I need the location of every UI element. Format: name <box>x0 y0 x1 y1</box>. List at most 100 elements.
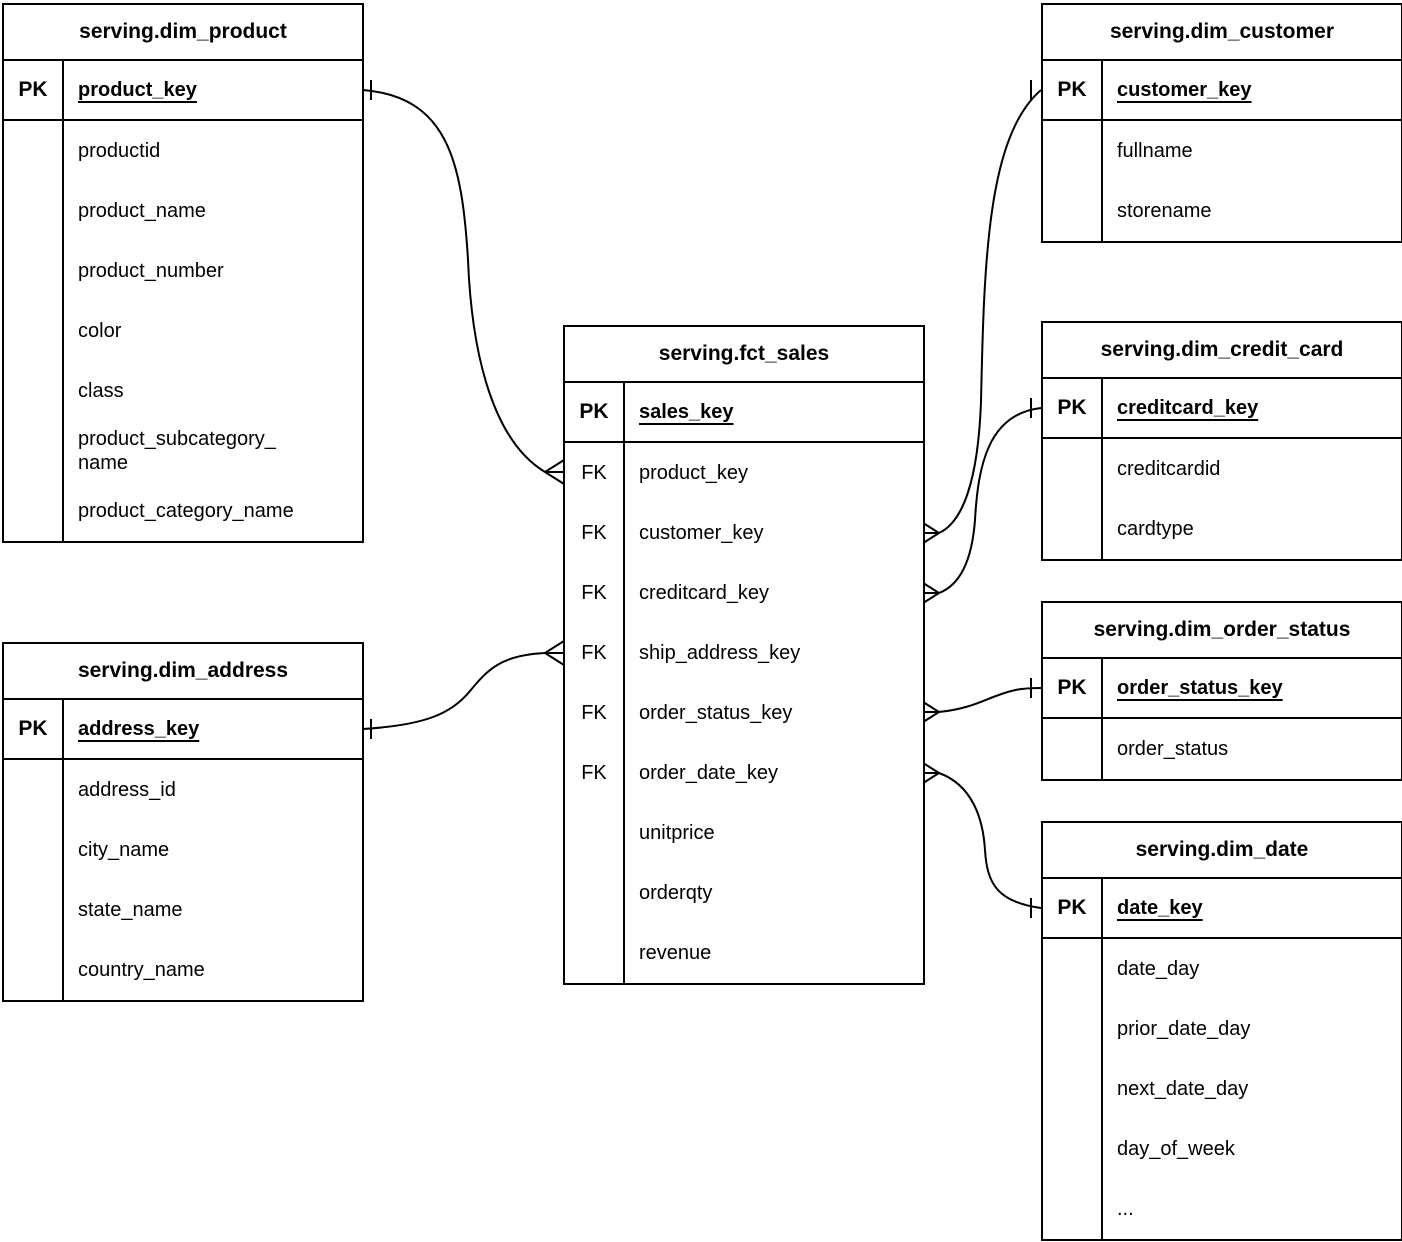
pk-badge: PK <box>1043 379 1103 437</box>
field-name: city_name <box>78 839 170 861</box>
field-name: customer_key <box>639 522 764 544</box>
key-column <box>1043 939 1103 1239</box>
table-serving-dim-date: serving.dim_date PK date_key date_day pr… <box>1041 821 1402 1241</box>
field-column: fullname storename <box>1103 121 1401 241</box>
field-name: ship_address_key <box>639 642 801 664</box>
crow-foot <box>544 640 565 666</box>
field-name: date_day <box>1117 958 1200 980</box>
table-title: serving.dim_credit_card <box>1043 323 1401 379</box>
table-title: serving.dim_customer <box>1043 5 1401 61</box>
table-serving-dim-customer: serving.dim_customer PK customer_key ful… <box>1041 3 1402 243</box>
table-body: order_status <box>1043 719 1401 779</box>
pk-field-name: product_key <box>78 78 197 101</box>
pk-row: PK creditcard_key <box>1043 379 1401 439</box>
pk-field-name: address_key <box>78 717 200 740</box>
field-name: product_subcategory_ name <box>78 428 276 474</box>
fk-badge: FK <box>581 641 607 664</box>
table-body: productid product_name product_number co… <box>4 121 362 541</box>
fk-badge: FK <box>581 701 607 724</box>
field-name: product_name <box>78 200 206 222</box>
pk-field-name: sales_key <box>639 400 734 423</box>
pk-row: PK date_key <box>1043 879 1401 939</box>
fk-badge <box>565 923 623 983</box>
table-title: serving.dim_address <box>4 644 362 700</box>
field-name: color <box>78 320 122 342</box>
field-name: revenue <box>639 942 712 964</box>
field-name: order_date_key <box>639 762 778 784</box>
fk-badge: FK <box>581 761 607 784</box>
table-title: serving.fct_sales <box>565 327 923 383</box>
table-serving-dim-product: serving.dim_product PK product_key produ… <box>2 3 364 543</box>
field-name: prior_date_day <box>1117 1018 1251 1040</box>
table-serving-dim-address: serving.dim_address PK address_key addre… <box>2 642 364 1002</box>
field-name: productid <box>78 140 161 162</box>
field-column: date_day prior_date_day next_date_day da… <box>1103 939 1401 1239</box>
table-title: serving.dim_order_status <box>1043 603 1401 659</box>
field-name: order_status_key <box>639 702 793 724</box>
pk-row: PK customer_key <box>1043 61 1401 121</box>
table-body: FK FK FK FK FK FK product_key customer_k… <box>565 443 923 983</box>
key-column <box>1043 719 1103 779</box>
relationship-fct-sales-to-dim-product <box>362 80 565 485</box>
pk-field-name: creditcard_key <box>1117 396 1259 419</box>
field-column: address_id city_name state_name country_… <box>64 760 362 1000</box>
pk-row: PK order_status_key <box>1043 659 1401 719</box>
field-name: ... <box>1117 1198 1134 1220</box>
crow-foot <box>544 459 565 485</box>
fk-badge <box>565 863 623 923</box>
fk-badge: FK <box>581 461 607 484</box>
fk-badge <box>565 803 623 863</box>
field-name: unitprice <box>639 822 715 844</box>
key-column <box>1043 439 1103 559</box>
relationship-fct-sales-to-dim-order-status <box>919 678 1042 725</box>
relationship-fct-sales-to-dim-date <box>919 760 1042 918</box>
table-title: serving.dim_date <box>1043 823 1401 879</box>
field-name: next_date_day <box>1117 1078 1249 1100</box>
pk-row: PK address_key <box>4 700 362 760</box>
table-serving-dim-credit-card: serving.dim_credit_card PK creditcard_ke… <box>1041 321 1402 561</box>
field-name: country_name <box>78 959 205 981</box>
key-column <box>4 760 64 1000</box>
pk-badge: PK <box>1043 659 1103 717</box>
key-column: FK FK FK FK FK FK <box>565 443 625 983</box>
field-name: product_category_name <box>78 500 294 522</box>
table-body: creditcardid cardtype <box>1043 439 1401 559</box>
pk-badge: PK <box>4 61 64 119</box>
relationship-fct-sales-to-dim-address <box>362 640 565 739</box>
pk-badge: PK <box>1043 61 1103 119</box>
pk-field-name: customer_key <box>1117 78 1252 101</box>
table-title: serving.dim_product <box>4 5 362 61</box>
field-name: class <box>78 380 124 402</box>
field-column: creditcardid cardtype <box>1103 439 1401 559</box>
field-name: storename <box>1117 200 1212 222</box>
table-body: address_id city_name state_name country_… <box>4 760 362 1000</box>
field-name: product_key <box>639 462 748 484</box>
field-column: productid product_name product_number co… <box>64 121 362 541</box>
field-name: creditcardid <box>1117 458 1221 480</box>
fk-badge: FK <box>581 521 607 544</box>
field-name: product_number <box>78 260 224 282</box>
field-name: creditcard_key <box>639 582 770 604</box>
field-name: cardtype <box>1117 518 1194 540</box>
field-name: orderqty <box>639 882 713 904</box>
pk-field-name: order_status_key <box>1117 676 1283 699</box>
table-body: fullname storename <box>1043 121 1401 241</box>
pk-field-name: date_key <box>1117 896 1203 919</box>
fk-badge: FK <box>581 581 607 604</box>
field-column: product_key customer_key creditcard_key … <box>625 443 923 983</box>
field-name: address_id <box>78 779 176 801</box>
key-column <box>1043 121 1103 241</box>
pk-badge: PK <box>565 383 625 441</box>
key-column <box>4 121 64 541</box>
table-serving-fct-sales: serving.fct_sales PK sales_key FK FK FK … <box>563 325 925 985</box>
pk-badge: PK <box>4 700 64 758</box>
pk-badge: PK <box>1043 879 1103 937</box>
field-name: state_name <box>78 899 183 921</box>
pk-row: PK product_key <box>4 61 362 121</box>
field-column: order_status <box>1103 719 1401 779</box>
table-body: date_day prior_date_day next_date_day da… <box>1043 939 1401 1239</box>
field-name: order_status <box>1117 738 1229 760</box>
relationship-fct-sales-to-dim-credit-card <box>919 398 1042 606</box>
